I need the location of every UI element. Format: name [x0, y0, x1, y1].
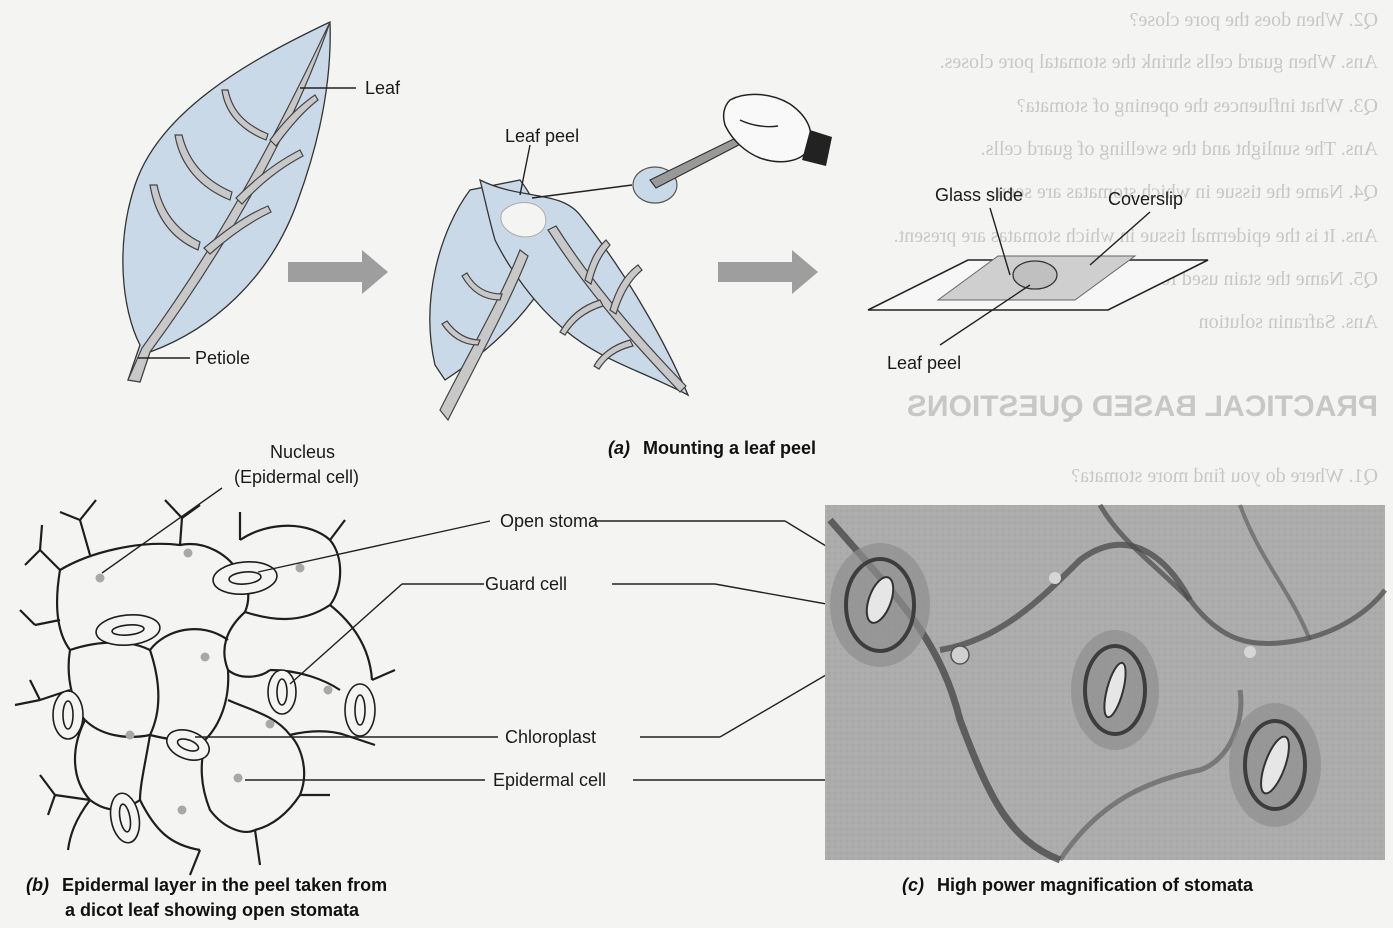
ghost-heading: PRACTICAL BASED QUESTIONS — [907, 390, 1378, 423]
epidermal-cell-network — [15, 500, 395, 875]
label-glass-slide: Glass slide — [935, 185, 1023, 205]
label-leaf: Leaf — [365, 78, 401, 98]
ghost-a2: Ans. When guard cells shrink the stomata… — [940, 51, 1378, 73]
caption-b-line2: a dicot leaf showing open stomata — [65, 900, 360, 920]
label-open-stoma: Open stoma — [500, 511, 599, 531]
label-leaf-peel-bottom: Leaf peel — [887, 353, 961, 373]
ghost-a5: Ans. Safranin solution — [1199, 311, 1378, 333]
arrow-right-icon-2 — [718, 250, 818, 294]
hand-icon — [724, 94, 832, 166]
stomata-micrograph — [825, 505, 1385, 860]
leaf-peel-top-leader-line-2 — [532, 185, 632, 198]
caption-b-tag: (b) — [26, 875, 49, 895]
label-leaf-peel-top: Leaf peel — [505, 126, 579, 146]
nucleus-dots — [96, 549, 333, 815]
arrow-right-icon — [288, 250, 388, 294]
ghost-a3: Ans. The sunlight and the swelling of gu… — [981, 138, 1378, 160]
label-coverslip: Coverslip — [1108, 189, 1183, 209]
stomata-group — [53, 559, 375, 845]
guard-cell-leader-line — [290, 584, 402, 684]
caption-c-text: High power magnification of stomata — [937, 875, 1254, 895]
ghost-q4: Q4. Name the tissue in which stomatas ar… — [991, 181, 1378, 203]
folded-leaf-illustration — [430, 180, 688, 420]
caption-a-tag: (a) — [608, 438, 630, 458]
label-epidermal-cell: Epidermal cell — [493, 770, 606, 790]
nucleus-leader-line — [102, 488, 222, 573]
background-bleed-text: Q2. When does the pore close? Ans. When … — [894, 9, 1378, 487]
caption-c-tag: (c) — [902, 875, 924, 895]
ghost-q1: Q1. Where do you find more stomata? — [1071, 465, 1378, 487]
label-petiole: Petiole — [195, 348, 250, 368]
label-chloroplast: Chloroplast — [505, 727, 596, 747]
caption-b-text1: Epidermal layer in the peel taken from — [62, 875, 387, 895]
ghost-q2: Q2. When does the pore close? — [1129, 9, 1378, 31]
caption-b-line1: (b) Epidermal layer in the peel taken fr… — [26, 875, 387, 895]
open-stoma-leader-line — [258, 521, 490, 572]
glass-slide-illustration — [868, 256, 1208, 310]
label-nucleus-line1: Nucleus — [270, 442, 335, 462]
caption-a-text: Mounting a leaf peel — [643, 438, 816, 458]
label-nucleus-line2: (Epidermal cell) — [234, 467, 359, 487]
caption-c: (c) High power magnification of stomata — [902, 875, 1254, 895]
ghost-q3: Q3. What influences the opening of stoma… — [1017, 95, 1378, 117]
caption-a: (a) Mounting a leaf peel — [608, 438, 816, 458]
leaf-illustration — [123, 22, 330, 382]
ghost-a4: Ans. It is the epidermal tissue in which… — [894, 225, 1378, 247]
label-guard-cell: Guard cell — [485, 574, 567, 594]
